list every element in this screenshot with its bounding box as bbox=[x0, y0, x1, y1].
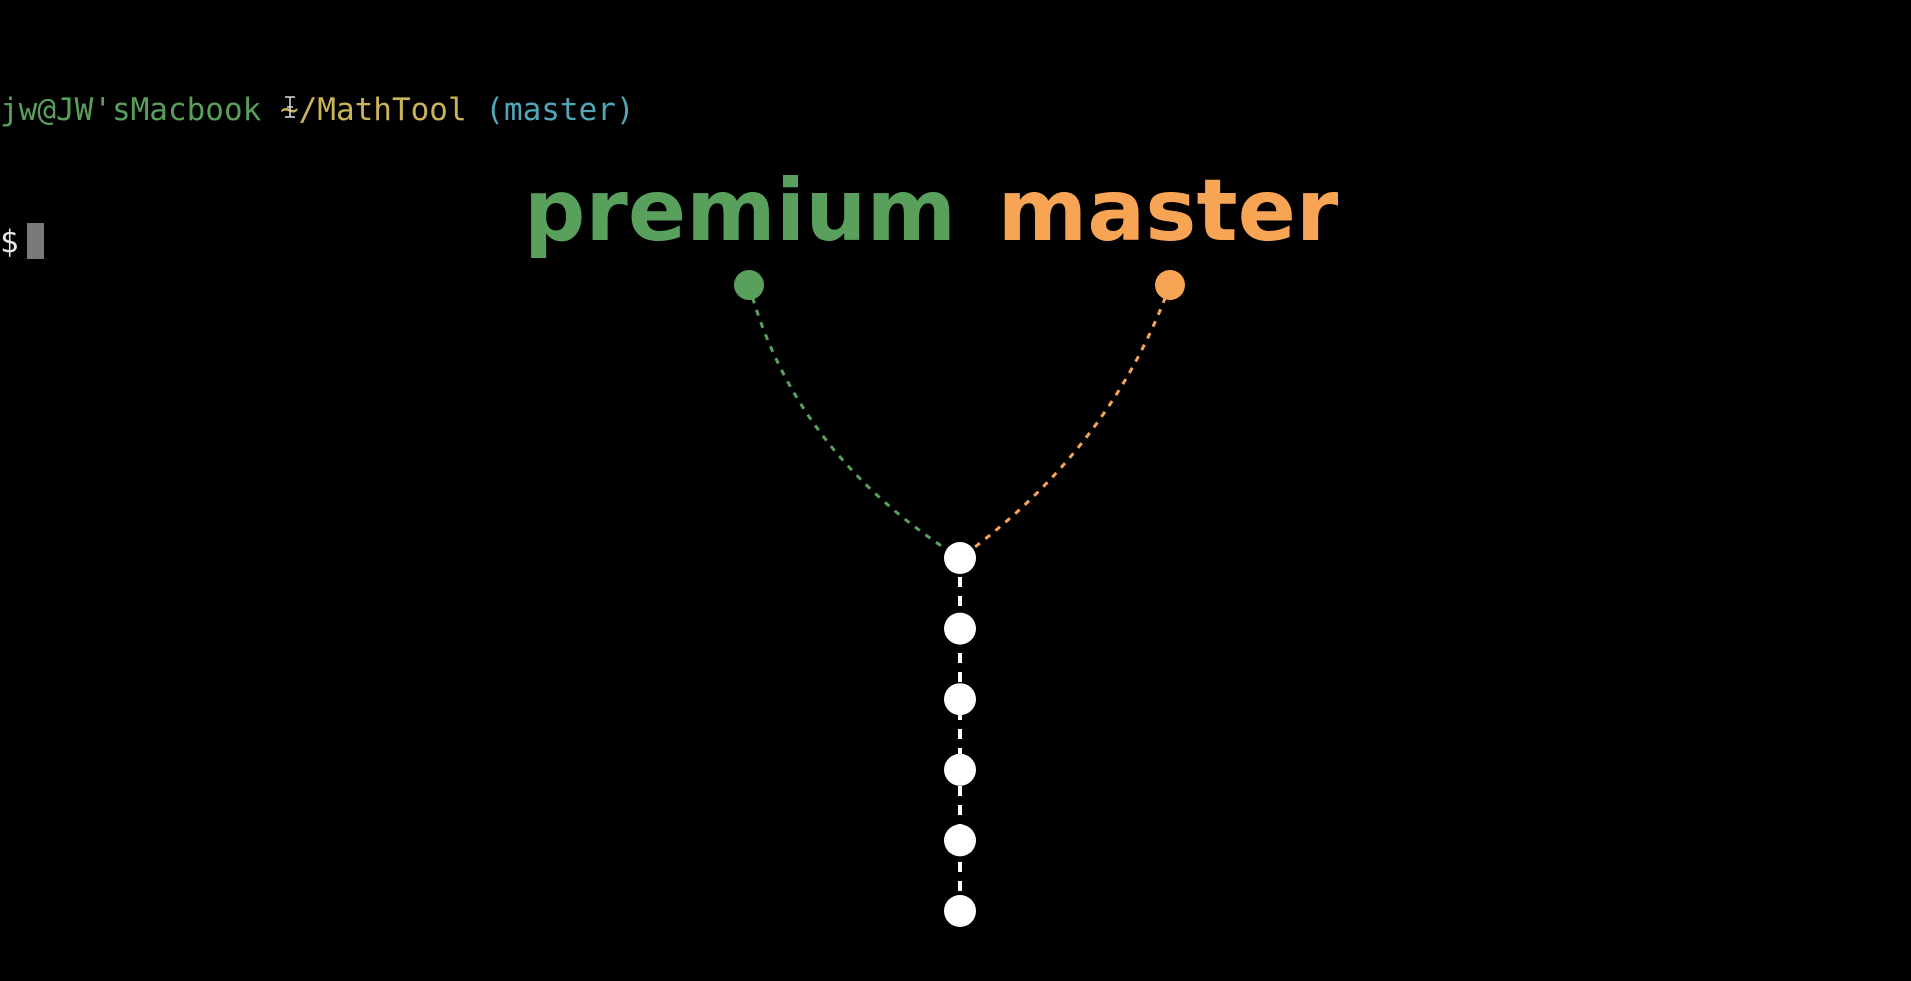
master-branch-edge bbox=[959, 284, 1172, 560]
commit-node[interactable] bbox=[944, 753, 976, 786]
commit-node[interactable] bbox=[944, 895, 976, 927]
premium-head-commit[interactable] bbox=[734, 270, 764, 300]
terminal-output[interactable]: jw@JW'sMacbook ~/MathTool (master) $ bbox=[0, 0, 635, 352]
commit-node[interactable] bbox=[944, 824, 976, 857]
commit-node[interactable] bbox=[944, 683, 976, 716]
commit-node[interactable] bbox=[944, 542, 976, 574]
prompt-info-line: jw@JW'sMacbook ~/MathTool (master) bbox=[0, 88, 635, 132]
master-head-commit[interactable] bbox=[1155, 270, 1185, 300]
prompt-branch: (master) bbox=[485, 92, 635, 128]
command-input-line[interactable]: $ bbox=[0, 220, 635, 264]
branch-label-master: master bbox=[998, 161, 1339, 261]
commit-node[interactable] bbox=[944, 612, 976, 645]
text-cursor-block bbox=[26, 223, 44, 259]
commit-history bbox=[944, 542, 976, 927]
prompt-user-host: jw@JW'sMacbook bbox=[0, 92, 262, 128]
ibeam-cursor-icon bbox=[285, 96, 295, 118]
prompt-path: ~/MathTool bbox=[279, 92, 467, 128]
prompt-symbol: $ bbox=[0, 224, 19, 260]
branch-label-premium: premium bbox=[524, 161, 956, 261]
premium-branch-edge bbox=[747, 284, 961, 560]
